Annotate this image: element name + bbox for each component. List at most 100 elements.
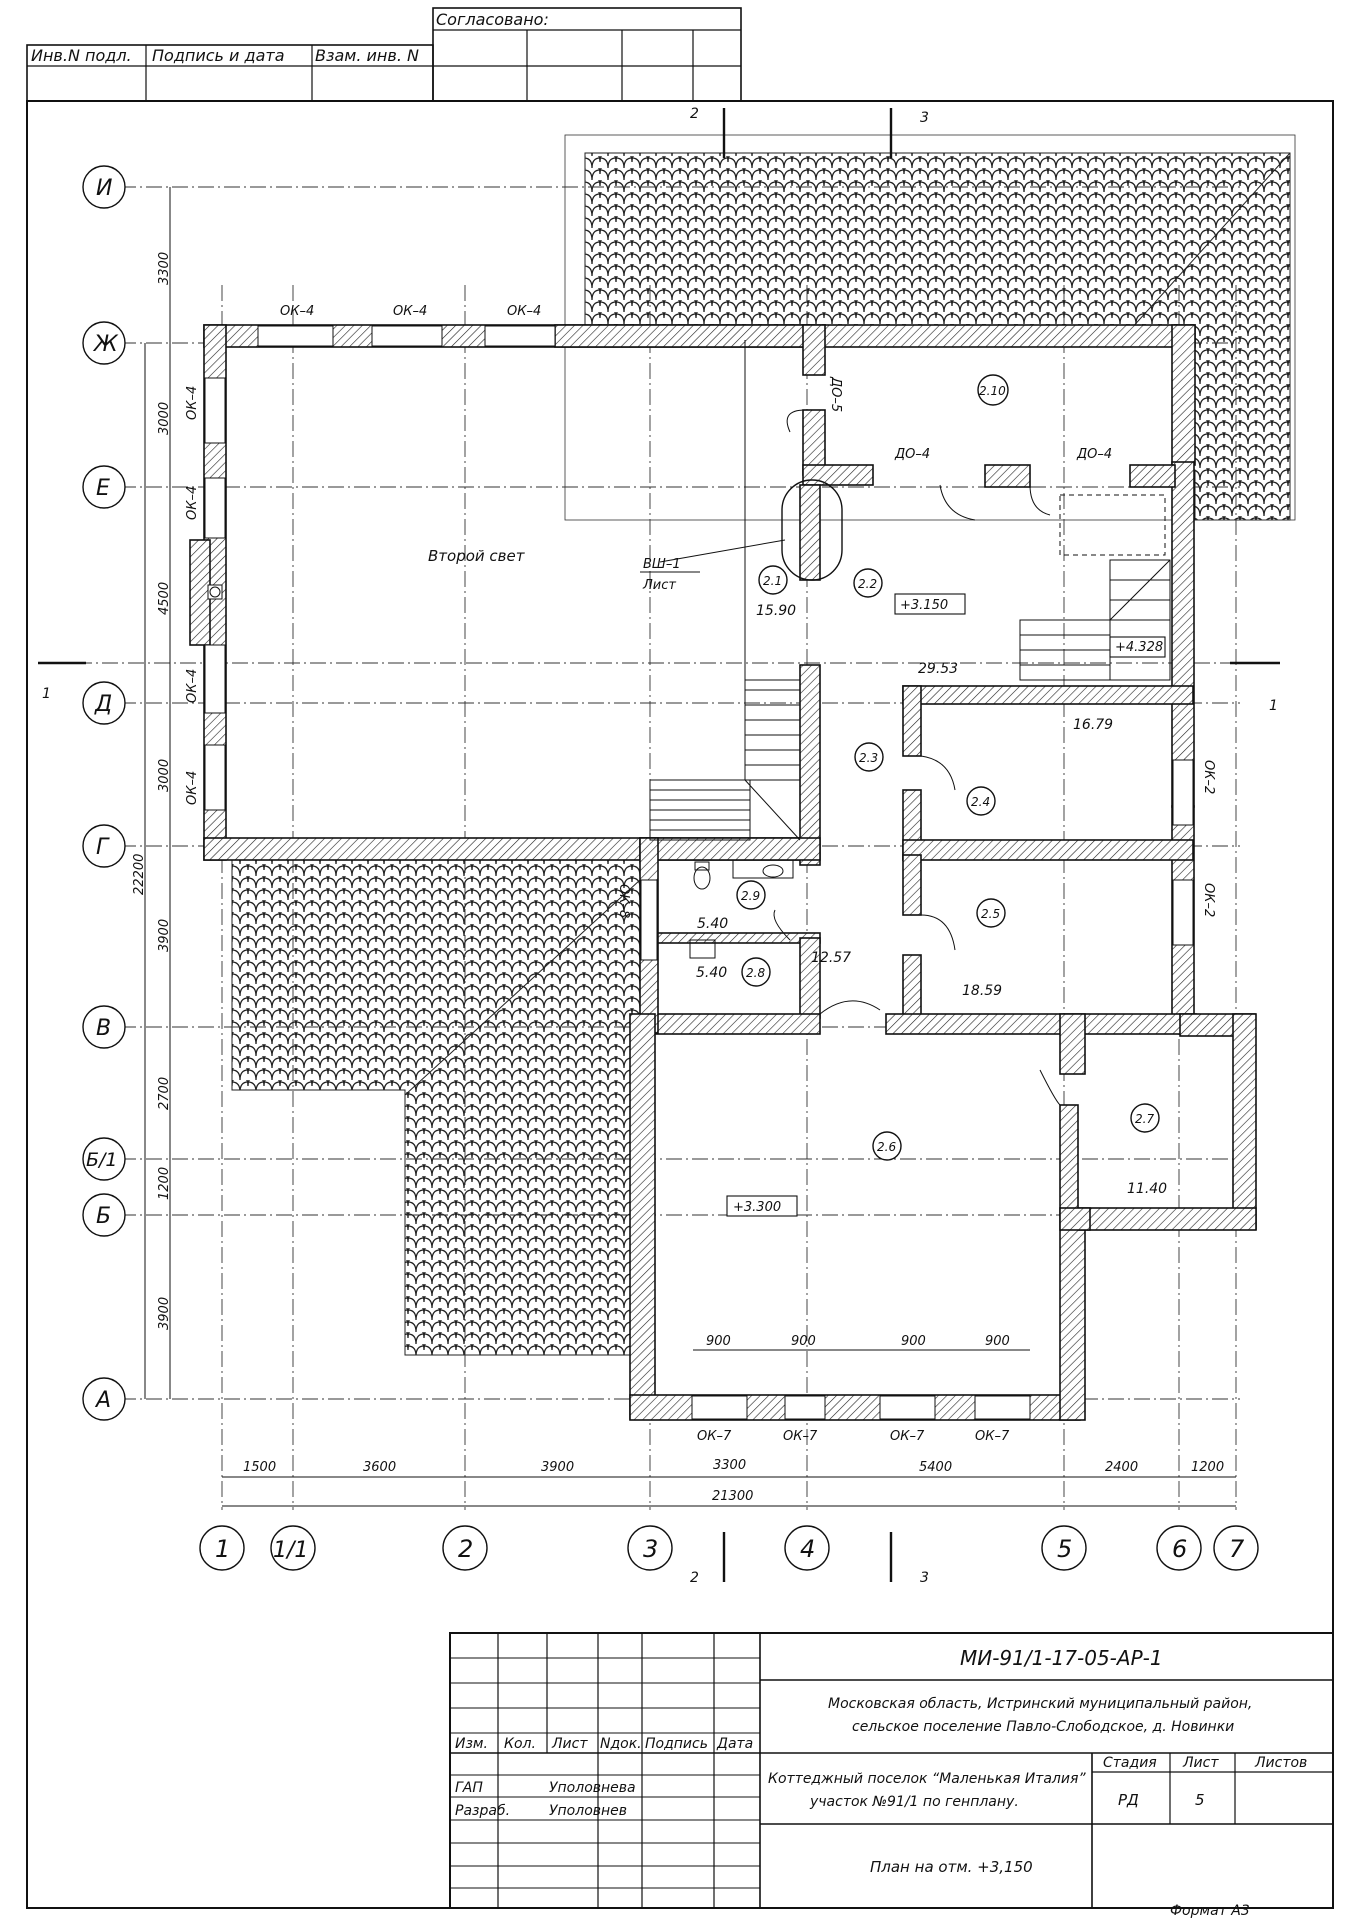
corridor-area: 12.57 [811,950,851,966]
room-2-6: 2.6 [872,1131,902,1161]
stairs [649,340,1171,841]
approval-stamp: Инв.N подл. Подпись и дата Взам. инв. N … [26,7,742,102]
dim: 3000 [157,759,172,792]
room-area: 5.40 [697,916,728,932]
letter-axis-bubbles: И Ж Е Д Г В Б/1 Б А [82,165,126,1421]
room-2-3: 2.3 [854,742,884,772]
sheet-value: 5 [1195,1791,1205,1809]
window-tag: ОК–4 [280,304,314,319]
window-tag: ОК–4 [185,771,200,805]
window-tag: ОК–4 [185,486,200,520]
axis-letter: Е [96,476,110,501]
dim: 3900 [541,1460,574,1475]
dim: 1500 [243,1460,276,1475]
room-area: 16.79 [1073,717,1113,733]
tb-col: Подпись [645,1736,708,1752]
room-area: 15.90 [756,603,796,619]
dim: 3600 [363,1460,396,1475]
stamp-col2: Подпись и дата [152,46,285,65]
axis-number: 2 [458,1535,473,1563]
room-id: 2.4 [971,795,990,809]
stage-label: Стадия [1103,1755,1157,1771]
sheets-label: Листов [1254,1755,1307,1771]
room-id: 2.1 [763,574,782,588]
axis-number: 3 [643,1535,658,1563]
stamp-agreed: Согласовано: [436,10,549,29]
room-id: 2.8 [746,966,765,980]
room-area: 29.53 [918,661,958,677]
axis-letter: Б/1 [86,1149,118,1171]
stage-value: РД [1118,1791,1139,1809]
room-2-7: 2.7 11.40 [1127,1103,1167,1197]
room-area: 18.59 [962,983,1002,999]
flue-shaft: ВШ–1 Лист [640,479,843,593]
axis-number: 1 [215,1535,230,1563]
room-2-10: 2.10 [977,374,1009,406]
door-tag: ДО–5 [828,376,843,412]
tb-role: ГАП [455,1780,483,1796]
sheet-title: План на отм. +3,150 [870,1858,1033,1876]
section-3-bottom: 3 [920,1570,929,1586]
tb-col: Кол. [504,1736,536,1752]
address-line-2: сельское поселение Павло-Слободское, д. … [852,1719,1234,1735]
tb-col: Дата [716,1736,753,1752]
stamp-col1: Инв.N подл. [31,46,132,65]
project-line-1: Коттеджный поселок “Маленькая Италия” [768,1771,1086,1787]
door-tag: ДО–4 [1076,447,1112,462]
room-id: 2.2 [858,577,877,591]
room-2-8: 2.8 5.40 [696,957,771,987]
axis-letter: А [94,1388,111,1413]
section-2-bottom: 2 [690,1570,699,1586]
window-dim: 900 [901,1334,926,1349]
level-hall: +3.300 [733,1200,781,1215]
axis-number: 4 [800,1535,815,1563]
vsh-sub: Лист [642,578,676,593]
sanitary-fixtures [689,859,794,959]
level-main: +3.150 [900,598,948,613]
window-tag: ОК–7 [975,1429,1010,1444]
axis-number: 5 [1057,1535,1072,1563]
section-2-top: 2 [690,106,699,122]
room-area: 11.40 [1127,1181,1167,1197]
window-tag: ОК–4 [185,386,200,420]
window-tag: ОК–7 [697,1429,732,1444]
tb-role: Разраб. [455,1803,510,1819]
room-2-9: 2.9 5.40 [697,880,766,932]
room-2-1: 2.1 15.90 [756,565,796,619]
dim: 4500 [157,582,172,615]
axis-letter: В [96,1016,111,1041]
second-light-label: Второй свет [428,547,526,565]
level-tags: +3.150 +4.328 +3.300 [726,593,1166,1217]
room-id: 2.3 [859,751,878,765]
doc-code: МИ-91/1-17-05-АР-1 [960,1646,1163,1670]
window-dims: 900 900 900 900 [693,1334,1030,1351]
window-dim: 900 [791,1334,816,1349]
axis-letter: Г [96,835,110,860]
room-id: 2.6 [877,1140,896,1154]
dim: 1200 [1191,1460,1224,1475]
number-axis-bubbles: 1 1/1 2 3 4 5 6 7 [199,1525,1259,1571]
window-tag: ОК–2 [1201,883,1216,917]
address-line-1: Московская область, Истринский муниципал… [828,1696,1252,1712]
room-id: 2.7 [1135,1112,1154,1126]
dim: 3000 [157,402,172,435]
tb-col: Лист [551,1736,588,1752]
dim-total: 21300 [712,1489,753,1504]
level-stair: +4.328 [1115,640,1163,655]
window-tags: ОК–4 ОК–4 ОК–4 ОК–4 ОК–4 ОК–4 ОК–4 ОК–2 … [185,304,1216,1444]
dim: 2400 [1105,1460,1138,1475]
room-id: 2.9 [741,889,760,903]
axis-letter: И [96,176,112,201]
section-3-top: 3 [920,110,929,126]
room-area: 5.40 [696,965,727,981]
roof-areas [231,134,1296,1356]
axis-number: 7 [1229,1535,1245,1563]
section-labels: 1 1 2 3 2 3 [42,106,1278,1586]
axis-letter: Д [94,692,112,717]
window-dim: 900 [706,1334,731,1349]
window-tag: ОК–8 [616,884,631,918]
title-block: Изм. Кол. Лист Nдок. Подпись Дата ГАП Уп… [449,1632,1334,1909]
door-tag: ДО–4 [894,447,930,462]
horizontal-dims: 1500 3600 3900 3300 5400 2400 1200 21300 [222,1458,1236,1507]
vsh-label: ВШ–1 [643,557,681,572]
